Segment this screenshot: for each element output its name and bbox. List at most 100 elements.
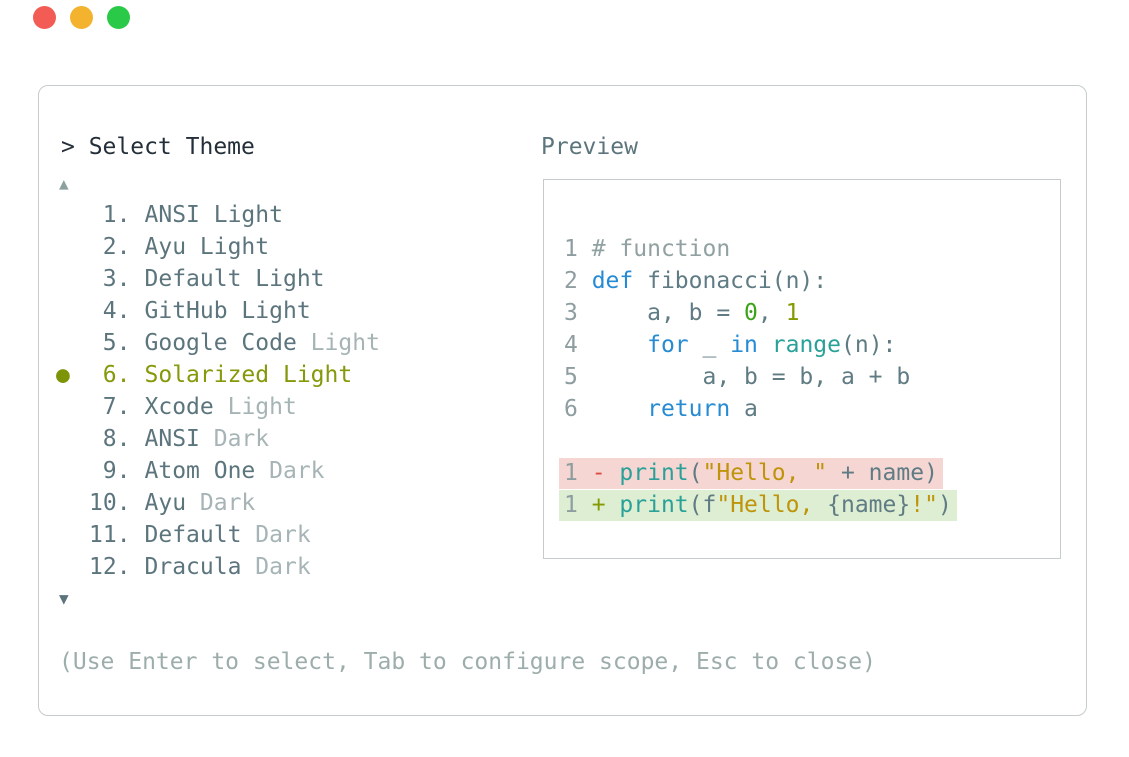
item-gap [131,199,145,231]
code-token: # function [591,236,731,262]
code-token: , [757,300,786,326]
code-token: for [647,332,689,358]
item-marker-empty [56,423,89,455]
item-gap [131,263,145,295]
code-token: a, b = [591,300,745,326]
code-line-content: 1 - print("Hello, " + name) [559,458,943,489]
code-token: ( [688,460,703,486]
item-gap [131,519,145,551]
item-number: 9. [102,458,131,484]
code-token: "Hello, " [702,460,828,486]
line-number: 5 [564,364,592,390]
item-marker-empty [56,455,89,487]
code-token [592,332,647,358]
code-token: (f [688,492,717,518]
code-line: 5 a, b = b, a + b [564,361,1060,393]
item-number: 6. [102,362,131,388]
item-gap [131,391,145,423]
item-name: Default Light [144,266,325,292]
item-gap [131,487,145,519]
help-text: (Use Enter to select, Tab to configure s… [59,649,876,675]
code-token [758,332,772,358]
line-number: 1 [564,236,592,262]
item-number: 3. [102,266,131,292]
code-blank-line [564,425,1060,457]
item-number: 2. [102,234,131,260]
item-number: 5. [102,330,131,356]
item-name: ANSI Light [144,202,283,228]
code-token: ) [937,492,952,518]
code-line: 4 for _ in range(n): [564,329,1060,361]
code-line: 1 # function [564,233,1060,265]
code-token: a [730,396,758,422]
item-gap [131,359,145,391]
maximize-button[interactable] [107,6,130,29]
close-button[interactable] [33,6,56,29]
code-token: - [591,460,620,486]
theme-item[interactable]: 5.Google Code Light [56,327,380,359]
theme-item[interactable]: 8.ANSI Dark [56,423,380,455]
line-number: 3 [564,300,592,326]
code-line: 6 return a [564,393,1060,425]
theme-item[interactable]: 12.Dracula Dark [56,551,380,583]
prompt-title: > Select Theme [61,134,255,160]
item-number: 7. [102,394,131,420]
item-gap [131,231,145,263]
code-token: print [619,492,689,518]
window-controls [33,6,130,29]
item-marker-empty [56,295,89,327]
theme-item[interactable]: 11.Default Dark [56,519,380,551]
item-name-suffix: Dark [241,554,311,580]
item-number: 4. [102,298,131,324]
theme-item[interactable]: 2.Ayu Light [56,231,380,263]
theme-item[interactable]: 1.ANSI Light [56,199,380,231]
theme-item[interactable]: 7. Xcode Light [56,391,380,423]
code-line: 3 a, b = 0, 1 [564,297,1060,329]
item-name: GitHub Light [144,298,311,324]
item-gap [131,295,145,327]
item-number: 8. [102,426,131,452]
item-marker-empty [56,263,89,295]
theme-item[interactable]: 10.Ayu Dark [56,487,380,519]
code-token: def [591,268,634,294]
code-line-content: 1 # function [564,233,730,265]
code-token: "Hello, [716,492,828,518]
code-token: _ [688,332,731,358]
preview-label: Preview [541,134,638,160]
code-token: + [591,492,620,518]
code-token: fibonacci(n): [633,268,828,294]
item-name: Dracula [144,554,242,580]
theme-item[interactable]: ●6.Solarized Light [56,359,380,391]
code-line: 2 def fibonacci(n): [564,265,1060,297]
theme-item[interactable]: 3. Default Light [56,263,380,295]
theme-item[interactable]: 4. GitHub Light [56,295,380,327]
code-line-content: 1 + print(f"Hello, {name}!") [559,490,957,521]
scroll-up-icon[interactable]: ▲ [59,174,69,193]
item-name: Xcode [144,394,214,420]
line-number: 6 [564,396,592,422]
item-name: Ayu [144,490,187,516]
item-name-suffix: Light [213,394,297,420]
selected-item-bullet: ● [56,362,70,388]
item-marker-empty [56,199,89,231]
scroll-down-icon[interactable]: ▼ [59,589,69,608]
theme-item[interactable]: 9.Atom One Dark [56,455,380,487]
code-token: 1 [785,300,800,326]
item-marker-empty [56,487,89,519]
diff-removed-line: 1 - print("Hello, " + name) [559,457,1060,489]
code-token: {name} [827,492,911,518]
code-token [592,396,647,422]
line-number: 2 [564,268,592,294]
code-token: 0 [744,300,758,326]
diff-added-line: 1 + print(f"Hello, {name}!") [559,489,1060,521]
minimize-button[interactable] [70,6,93,29]
item-name: Google Code [144,330,297,356]
item-number: 10. [89,490,131,516]
code-token: range [771,332,841,358]
line-number: 4 [564,332,592,358]
item-name: Atom One [144,458,256,484]
